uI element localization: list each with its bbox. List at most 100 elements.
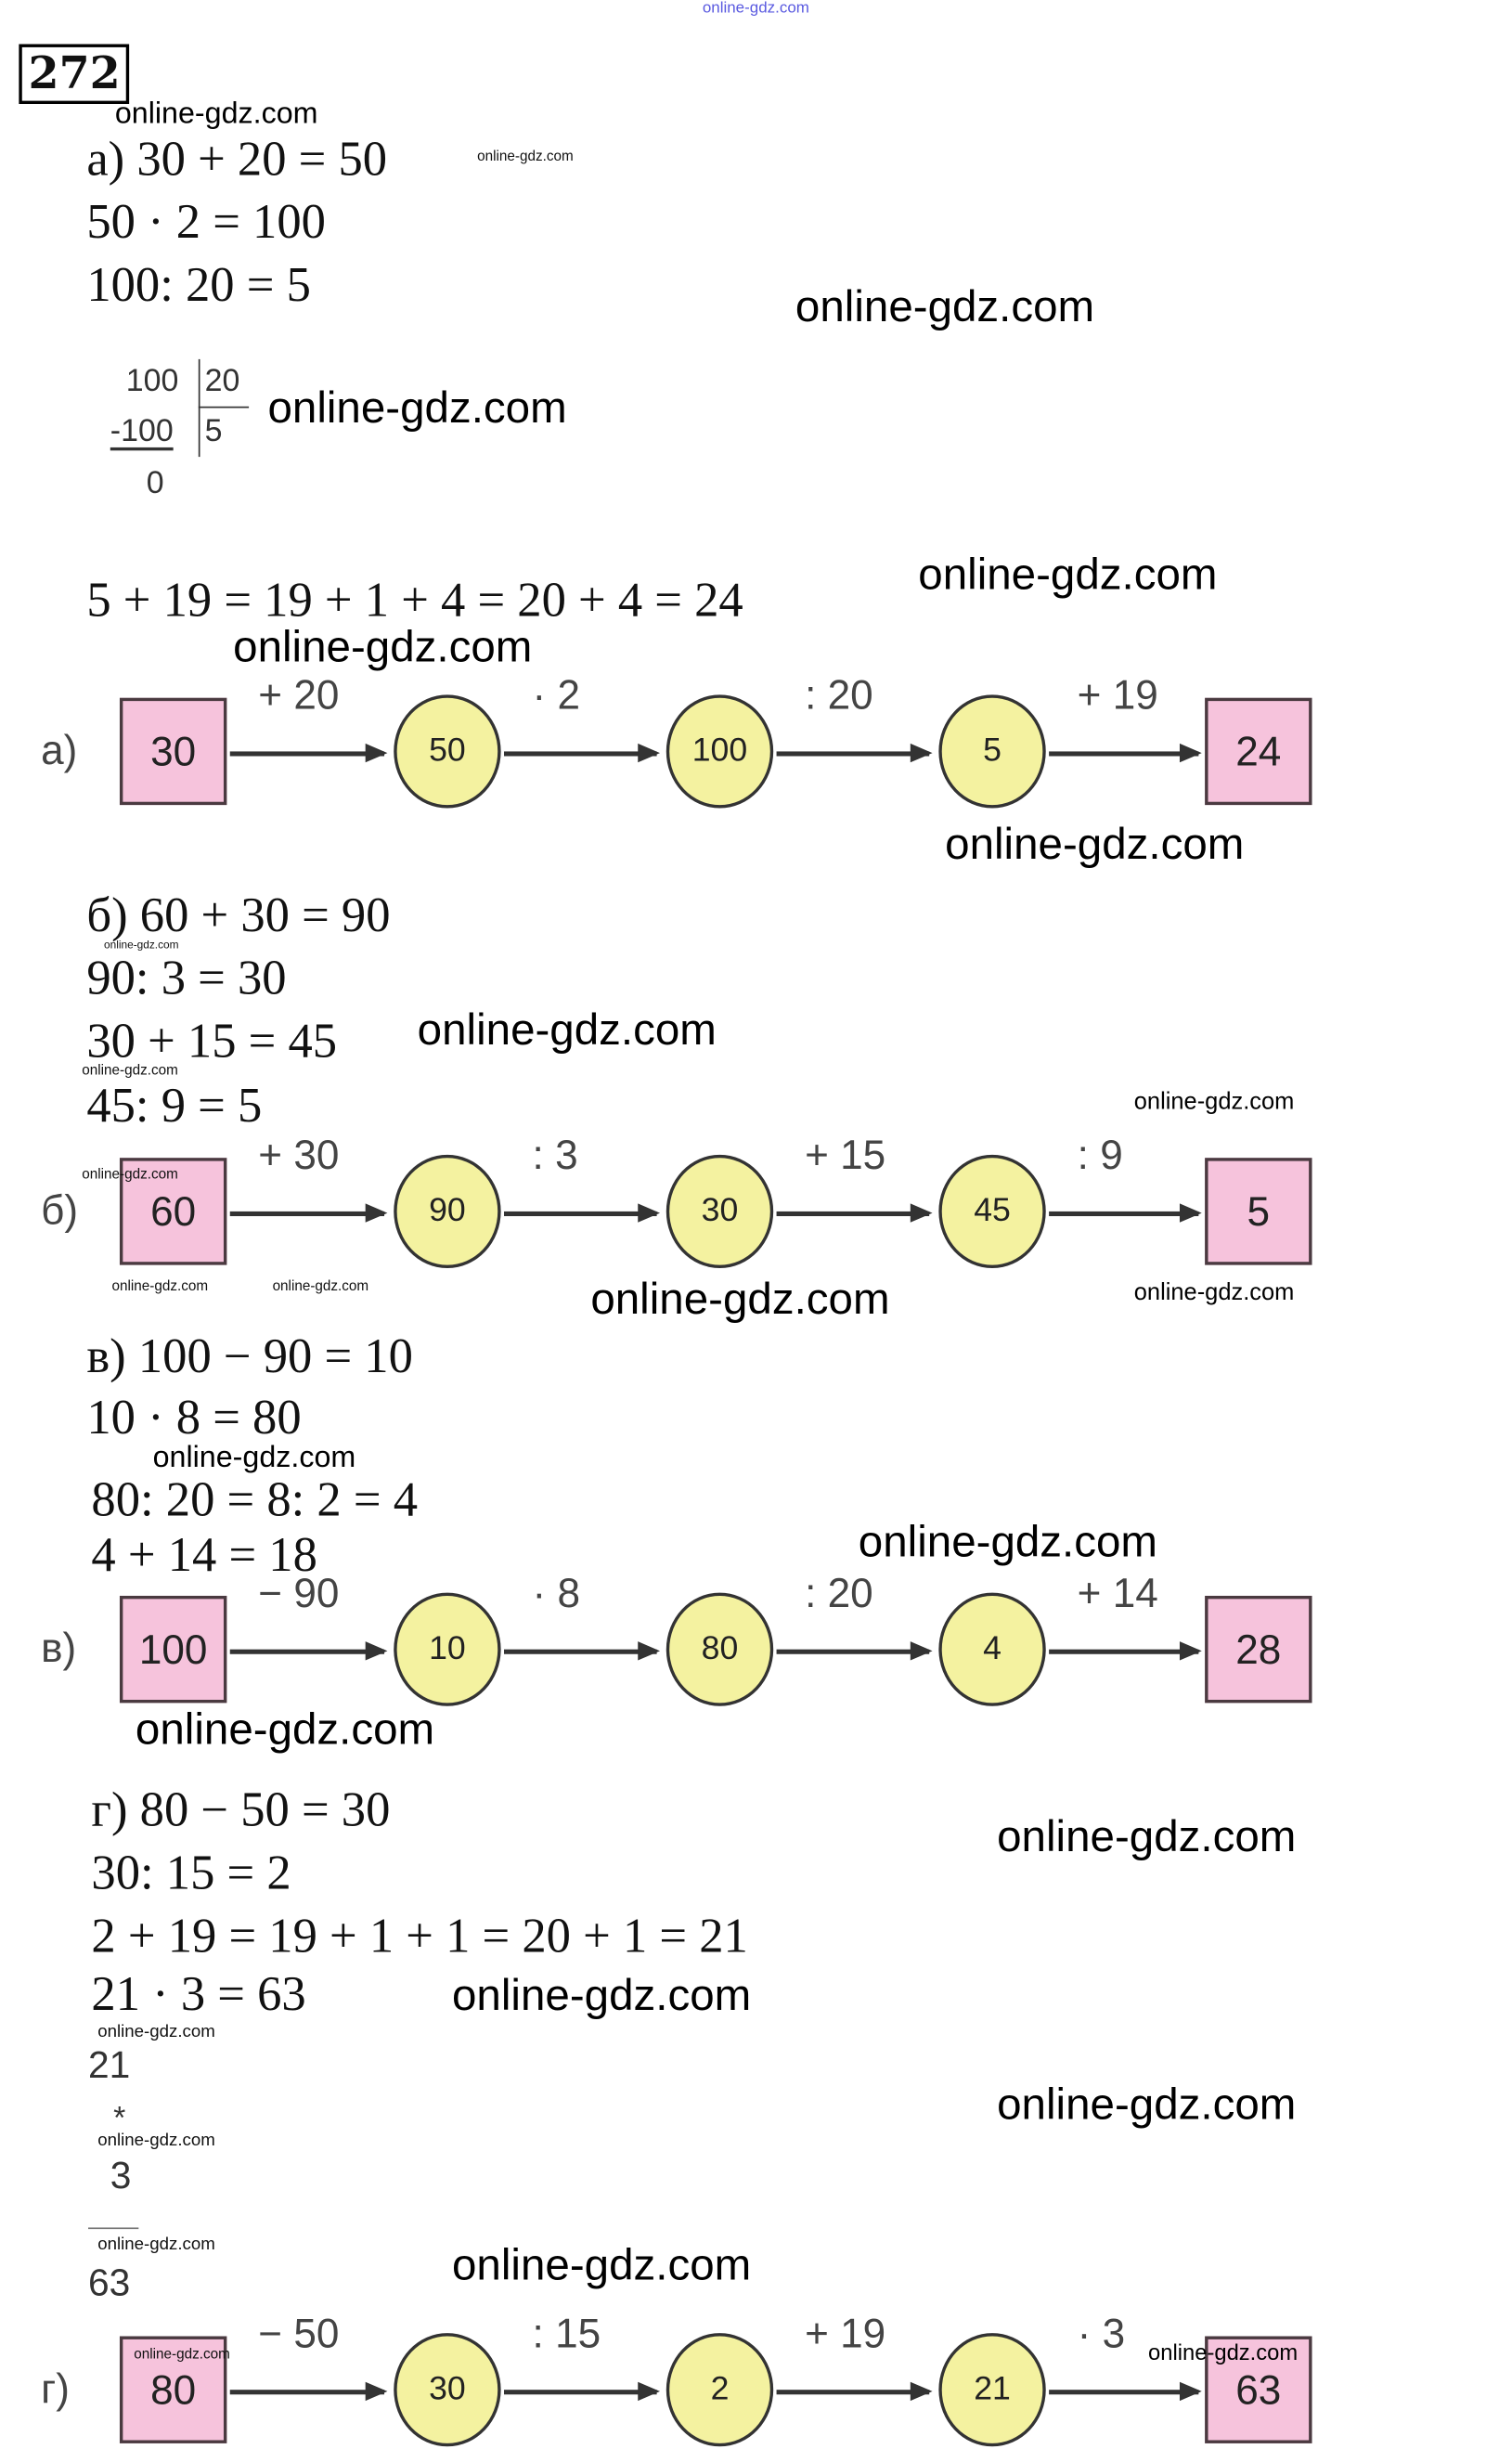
operation-label: : 9 bbox=[1077, 1131, 1123, 1179]
node-circle: 45 bbox=[938, 1154, 1046, 1269]
column-line bbox=[88, 2227, 139, 2230]
operation-label: + 19 bbox=[805, 2309, 886, 2357]
arrow bbox=[1049, 2381, 1202, 2402]
node-circle: 50 bbox=[394, 694, 501, 809]
chain-label: б) bbox=[41, 1186, 79, 1234]
operation-label: + 15 bbox=[805, 1131, 886, 1179]
operation-label: : 20 bbox=[805, 670, 873, 719]
node-circle: 100 bbox=[666, 694, 774, 809]
operation-label: · 2 bbox=[532, 670, 581, 719]
watermark: online-gdz.com bbox=[111, 1277, 209, 1294]
arrow bbox=[1049, 743, 1202, 763]
end-box: 63 bbox=[1205, 2336, 1312, 2443]
watermark: online-gdz.com bbox=[233, 622, 533, 671]
watermark: online-gdz.com bbox=[134, 2345, 230, 2362]
watermark: online-gdz.com bbox=[452, 1970, 752, 2020]
watermark: online-gdz.com bbox=[97, 2022, 215, 2042]
node-circle: 10 bbox=[394, 1592, 501, 1706]
factor: 3 bbox=[110, 2155, 132, 2198]
product: 63 bbox=[88, 2261, 131, 2305]
watermark: online-gdz.com bbox=[795, 281, 1095, 331]
operation-label: : 3 bbox=[532, 1131, 578, 1179]
end-box: 28 bbox=[1205, 1595, 1312, 1704]
node-circle: 2 bbox=[666, 2333, 774, 2447]
node-circle: 80 bbox=[666, 1592, 774, 1706]
watermark: online-gdz.com bbox=[945, 819, 1245, 868]
watermark: online-gdz.com bbox=[1148, 2339, 1299, 2365]
arrow bbox=[504, 1203, 661, 1223]
watermark: online-gdz.com bbox=[97, 2131, 215, 2151]
subtrahend: -100 bbox=[110, 414, 174, 451]
watermark: online-gdz.com bbox=[452, 2239, 752, 2289]
start-box: 60 bbox=[119, 1158, 227, 1265]
remainder: 0 bbox=[146, 466, 164, 501]
operation-label: + 19 bbox=[1077, 670, 1158, 719]
equation-line: г) 80 − 50 = 30 bbox=[91, 1782, 391, 1837]
equation-line: 21 · 3 = 63 bbox=[91, 1965, 306, 2022]
operation-label: : 15 bbox=[532, 2309, 601, 2357]
node-circle: 30 bbox=[394, 2333, 501, 2447]
problem-number: 272 bbox=[19, 44, 130, 104]
watermark: online-gdz.com bbox=[1133, 1278, 1295, 1306]
arrow bbox=[776, 743, 933, 763]
watermark: online-gdz.com bbox=[417, 1004, 717, 1055]
watermark: online-gdz.com bbox=[997, 2079, 1297, 2129]
watermark: online-gdz.com bbox=[918, 550, 1218, 599]
quotient: 5 bbox=[204, 414, 223, 449]
chain-label: в) bbox=[41, 1624, 77, 1672]
arrow bbox=[776, 2381, 933, 2402]
node-circle: 30 bbox=[666, 1154, 774, 1269]
equation-line: 30 + 15 = 45 bbox=[86, 1013, 338, 1069]
operation-label: + 20 bbox=[258, 670, 340, 719]
operation-label: + 30 bbox=[258, 1131, 340, 1179]
watermark: online-gdz.com bbox=[82, 1165, 178, 1182]
node-circle: 4 bbox=[938, 1592, 1046, 1706]
arrow bbox=[229, 1203, 388, 1223]
equation-line: 100: 20 = 5 bbox=[86, 256, 311, 312]
equation-line: 2 + 19 = 19 + 1 + 1 = 20 + 1 = 21 bbox=[91, 1907, 748, 1963]
equation-line: а) 30 + 20 = 50 bbox=[86, 130, 388, 187]
watermark: online-gdz.com bbox=[82, 1061, 178, 1078]
chain-label: а) bbox=[41, 726, 78, 774]
operation-label: · 3 bbox=[1077, 2309, 1126, 2357]
watermark: online-gdz.com bbox=[272, 1277, 369, 1294]
arrow bbox=[504, 2381, 661, 2402]
end-box: 24 bbox=[1205, 697, 1312, 806]
watermark: online-gdz.com bbox=[103, 940, 179, 952]
arrow bbox=[229, 743, 388, 763]
operation-label: − 50 bbox=[258, 2309, 340, 2357]
watermark: online-gdz.com bbox=[858, 1517, 1158, 1566]
factor: 21 bbox=[88, 2044, 131, 2088]
operation-label: : 20 bbox=[805, 1569, 873, 1617]
watermark: online-gdz.com bbox=[590, 1274, 890, 1324]
equation-line: 50 · 2 = 100 bbox=[86, 193, 326, 250]
equation-line: 90: 3 = 30 bbox=[86, 950, 287, 1005]
equation-line: б) 60 + 30 = 90 bbox=[86, 887, 391, 942]
start-box: 30 bbox=[119, 697, 227, 806]
equation-line: в) 100 − 90 = 10 bbox=[86, 1328, 413, 1383]
arrow bbox=[776, 1641, 933, 1661]
arrow bbox=[229, 2381, 388, 2402]
start-box: 100 bbox=[119, 1595, 227, 1704]
watermark: online-gdz.com bbox=[477, 148, 574, 164]
arrow bbox=[776, 1203, 933, 1223]
division-bar bbox=[198, 358, 200, 458]
arrow bbox=[229, 1641, 388, 1661]
watermark: online-gdz.com bbox=[267, 382, 567, 432]
watermark: online-gdz.com bbox=[997, 1811, 1297, 1861]
watermark: online-gdz.com bbox=[97, 2235, 215, 2255]
watermark: online-gdz.com bbox=[135, 1704, 435, 1754]
watermark: online-gdz.com bbox=[1133, 1088, 1295, 1116]
operation-label: − 90 bbox=[258, 1569, 340, 1617]
divisor: 20 bbox=[204, 363, 240, 399]
end-box: 5 bbox=[1205, 1158, 1312, 1265]
watermark: online-gdz.com bbox=[152, 1441, 356, 1475]
operation-label: · 8 bbox=[532, 1569, 581, 1617]
node-circle: 21 bbox=[938, 2333, 1046, 2447]
equation-line: 45: 9 = 5 bbox=[86, 1077, 263, 1134]
division-bar bbox=[198, 406, 250, 408]
